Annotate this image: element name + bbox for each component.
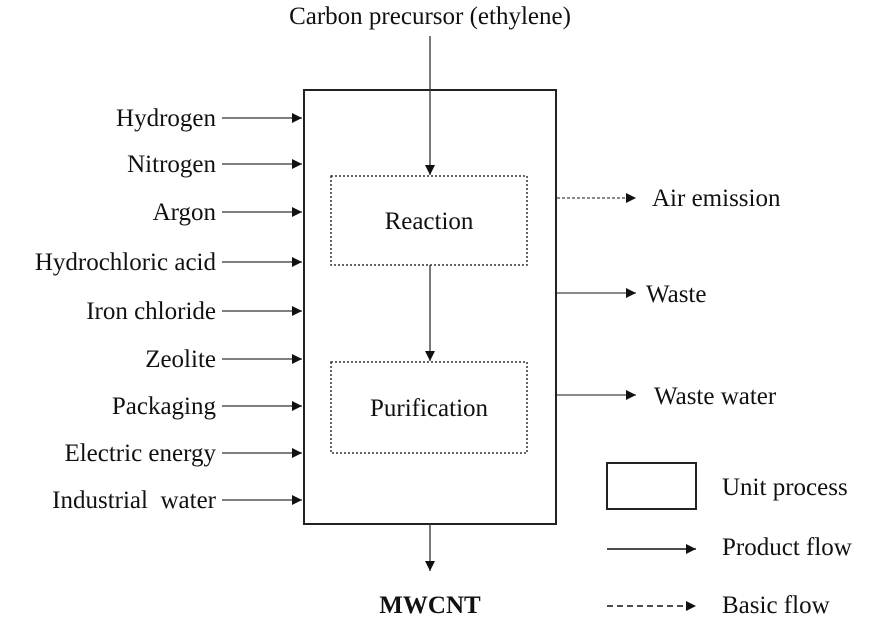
purification-box — [330, 361, 528, 454]
purification-label: Purification — [370, 395, 489, 422]
legend-unit-process-label: Unit process — [722, 474, 848, 501]
waste-label: Waste — [646, 281, 706, 308]
input-label: Packaging — [112, 393, 217, 420]
reaction-label: Reaction — [385, 208, 474, 235]
reaction-box — [330, 175, 528, 266]
product-label: MWCNT — [379, 592, 481, 617]
legend-product-flow-label: Product flow — [722, 534, 852, 561]
legend-basic-flow-label: Basic flow — [722, 592, 830, 617]
input-label: Nitrogen — [127, 151, 216, 178]
input-label: Hydrogen — [116, 105, 216, 132]
input-label: Zeolite — [145, 346, 216, 373]
input-label: Hydrochloric acid — [35, 249, 217, 276]
input-label: Industrial water — [52, 487, 217, 514]
input-label: Iron chloride — [86, 298, 216, 325]
legend-unit-process-swatch — [606, 462, 697, 510]
air-emission-label: Air emission — [652, 185, 781, 212]
input-label: Electric energy — [64, 440, 216, 467]
legend: Unit process Product flow Basic flow — [606, 462, 852, 617]
waste-water-label: Waste water — [654, 383, 777, 410]
carbon-precursor-label: Carbon precursor (ethylene) — [289, 3, 571, 30]
input-label: Argon — [153, 199, 217, 226]
